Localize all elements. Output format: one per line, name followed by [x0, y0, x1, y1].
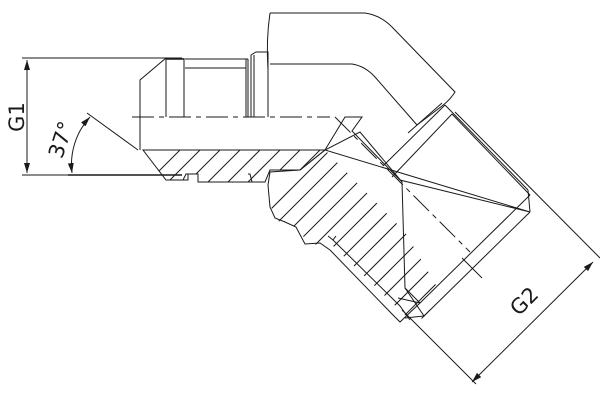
straight-fitting-body: [139, 12, 271, 150]
g2-dimension-line: [471, 261, 594, 383]
angle-dimension: 37°: [44, 112, 139, 174]
g1-label: G1: [5, 102, 29, 132]
g1-dimension: G1: [5, 57, 182, 176]
section-view: [141, 116, 531, 323]
g2-dimension: G2: [471, 261, 594, 383]
angle-extension-line: [86, 112, 139, 151]
elbow-body: [270, 12, 600, 385]
g2-label: G2: [505, 282, 543, 320]
angle-arc: [67, 116, 91, 174]
angle-label: 37°: [44, 118, 78, 161]
